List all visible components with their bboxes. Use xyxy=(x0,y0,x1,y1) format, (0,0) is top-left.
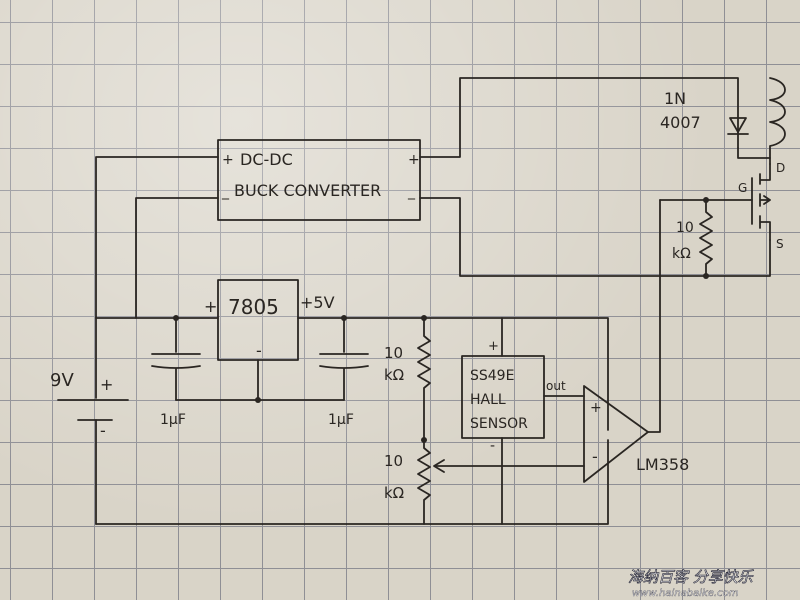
pot-value: 10 xyxy=(384,452,403,470)
cap-right-symbol xyxy=(319,317,369,401)
opamp-minus: - xyxy=(592,447,598,466)
junction-dot xyxy=(255,397,261,403)
battery-symbol xyxy=(57,399,129,421)
battery-voltage: 9V xyxy=(50,370,74,391)
hall-line2: HALL xyxy=(470,392,506,408)
wire-ground-rail xyxy=(95,439,609,525)
wire-buck-plus-in xyxy=(95,156,219,319)
wire-diode-loop xyxy=(737,147,771,165)
buck-plus-in: + xyxy=(222,152,234,168)
hall-line1: SS49E xyxy=(470,368,514,384)
regulator-plus-out: +5V xyxy=(300,293,335,312)
wire-regulator-ground xyxy=(175,359,345,401)
buck-line2: BUCK CONVERTER xyxy=(234,181,381,200)
hall-plus: + xyxy=(488,339,499,354)
mosfet-drain-label: D xyxy=(776,161,785,175)
junction-dot xyxy=(173,315,179,321)
hall-minus: - xyxy=(490,438,495,454)
mosfet-symbol xyxy=(751,163,771,241)
junction-dot xyxy=(703,197,709,203)
resistor-gate-value: 10 xyxy=(676,220,694,236)
regulator-plus-in: + xyxy=(204,297,217,316)
hall-line3: SENSOR xyxy=(470,416,528,432)
resistor-gate-unit: kΩ xyxy=(672,246,691,262)
opamp-plus: + xyxy=(590,400,602,416)
buck-line1: DC-DC xyxy=(240,150,293,169)
hall-out: out xyxy=(546,379,566,393)
junction-dot xyxy=(703,273,709,279)
buck-minus-out: _ xyxy=(407,184,416,200)
opamp-name: LM358 xyxy=(636,455,689,474)
wire-mosfet-source xyxy=(705,239,771,277)
watermark-title: 海纳百客 分享快乐 xyxy=(628,568,754,586)
diode-line1: 1N xyxy=(664,89,686,108)
mosfet-source-label: S xyxy=(776,237,784,251)
buck-converter-box xyxy=(217,139,421,221)
pot-unit: kΩ xyxy=(384,484,404,502)
resistor-top-unit: kΩ xyxy=(384,366,404,384)
resistor-gate-symbol xyxy=(699,199,713,277)
battery-minus: - xyxy=(100,421,106,440)
wire-opamp-out xyxy=(647,199,661,433)
battery-plus: + xyxy=(100,375,113,394)
mosfet-gate-label: G xyxy=(738,181,747,195)
pot-wiper-arrow xyxy=(433,459,445,473)
cap-left-symbol xyxy=(151,317,201,401)
resistor-top-value: 10 xyxy=(384,344,403,362)
wire-buck-plus-out xyxy=(419,77,739,158)
wire-buck-minus-out xyxy=(419,197,707,277)
pot-symbol xyxy=(417,439,431,525)
junction-dot xyxy=(421,437,427,443)
watermark-url: www.hainabaike.com xyxy=(632,588,739,599)
junction-dot xyxy=(341,315,347,321)
diode-symbol xyxy=(727,117,749,135)
buck-plus-out: + xyxy=(408,152,420,168)
cap-right-value: 1µF xyxy=(328,412,354,428)
junction-dot xyxy=(421,315,427,321)
resistor-top-symbol xyxy=(417,317,431,441)
buck-minus-in: _ xyxy=(221,184,230,200)
wire-buck-minus-in xyxy=(135,197,219,319)
opamp-triangle xyxy=(583,385,649,483)
wire-5v-rail xyxy=(297,317,609,431)
diode-line2: 4007 xyxy=(660,113,701,132)
regulator-minus: - xyxy=(256,341,262,360)
hall-sensor-box xyxy=(461,355,545,439)
cap-left-value: 1µF xyxy=(160,412,186,428)
coil-symbol xyxy=(769,77,786,159)
regulator-name: 7805 xyxy=(228,295,279,319)
